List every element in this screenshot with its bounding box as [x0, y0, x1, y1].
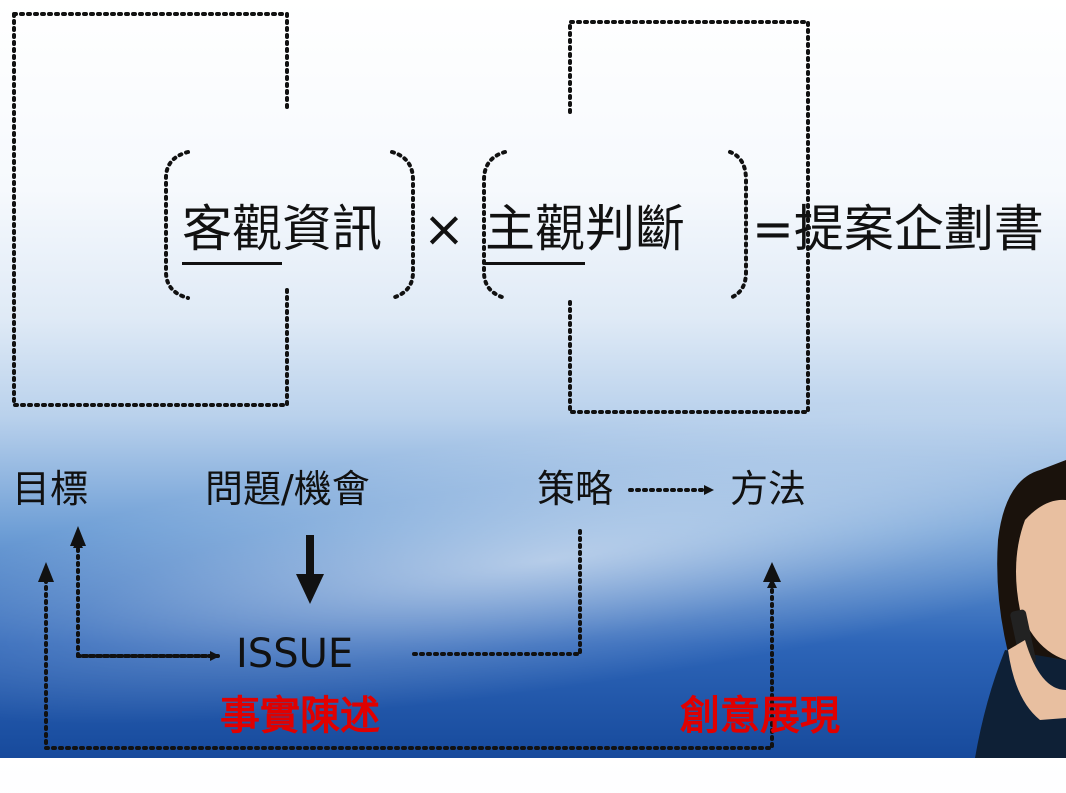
paren-left-2 — [482, 150, 507, 300]
right-dotted-bracket — [568, 20, 810, 414]
label-fact: 事實陳述 — [220, 693, 380, 739]
paren-right-2 — [728, 150, 748, 300]
down-arrow — [296, 535, 324, 604]
diagram-lines — [12, 12, 810, 750]
times-sign: × — [423, 200, 465, 258]
label-goal: 目標 — [12, 467, 89, 511]
paren-right-1 — [390, 150, 415, 300]
paren-left-1 — [163, 150, 190, 300]
objective-info: 客觀資訊 — [182, 200, 382, 265]
objective-underlined: 客觀 — [182, 200, 282, 265]
woman-on-phone-image — [975, 460, 1066, 758]
proposal-result: =提案企劃書 — [752, 200, 1044, 258]
subjective-underlined: 主觀 — [485, 200, 585, 265]
label-creative: 創意展現 — [680, 693, 840, 739]
left-dotted-bracket — [12, 12, 289, 407]
label-method: 方法 — [730, 467, 807, 511]
objective-rest: 資訊 — [282, 200, 382, 258]
subjective-rest: 判斷 — [585, 200, 685, 258]
goal-up-arrowhead — [70, 526, 86, 546]
left-up-arrowhead — [38, 562, 54, 582]
issue-to-strategy-line — [412, 526, 582, 656]
label-problem: 問題/機會 — [205, 467, 370, 511]
bottom-loop-line — [44, 578, 777, 750]
subjective-judgment: 主觀判斷 — [485, 200, 685, 265]
method-up-arrowhead — [763, 562, 781, 582]
label-issue: ISSUE — [236, 631, 354, 677]
label-strategy: 策略 — [537, 467, 614, 511]
